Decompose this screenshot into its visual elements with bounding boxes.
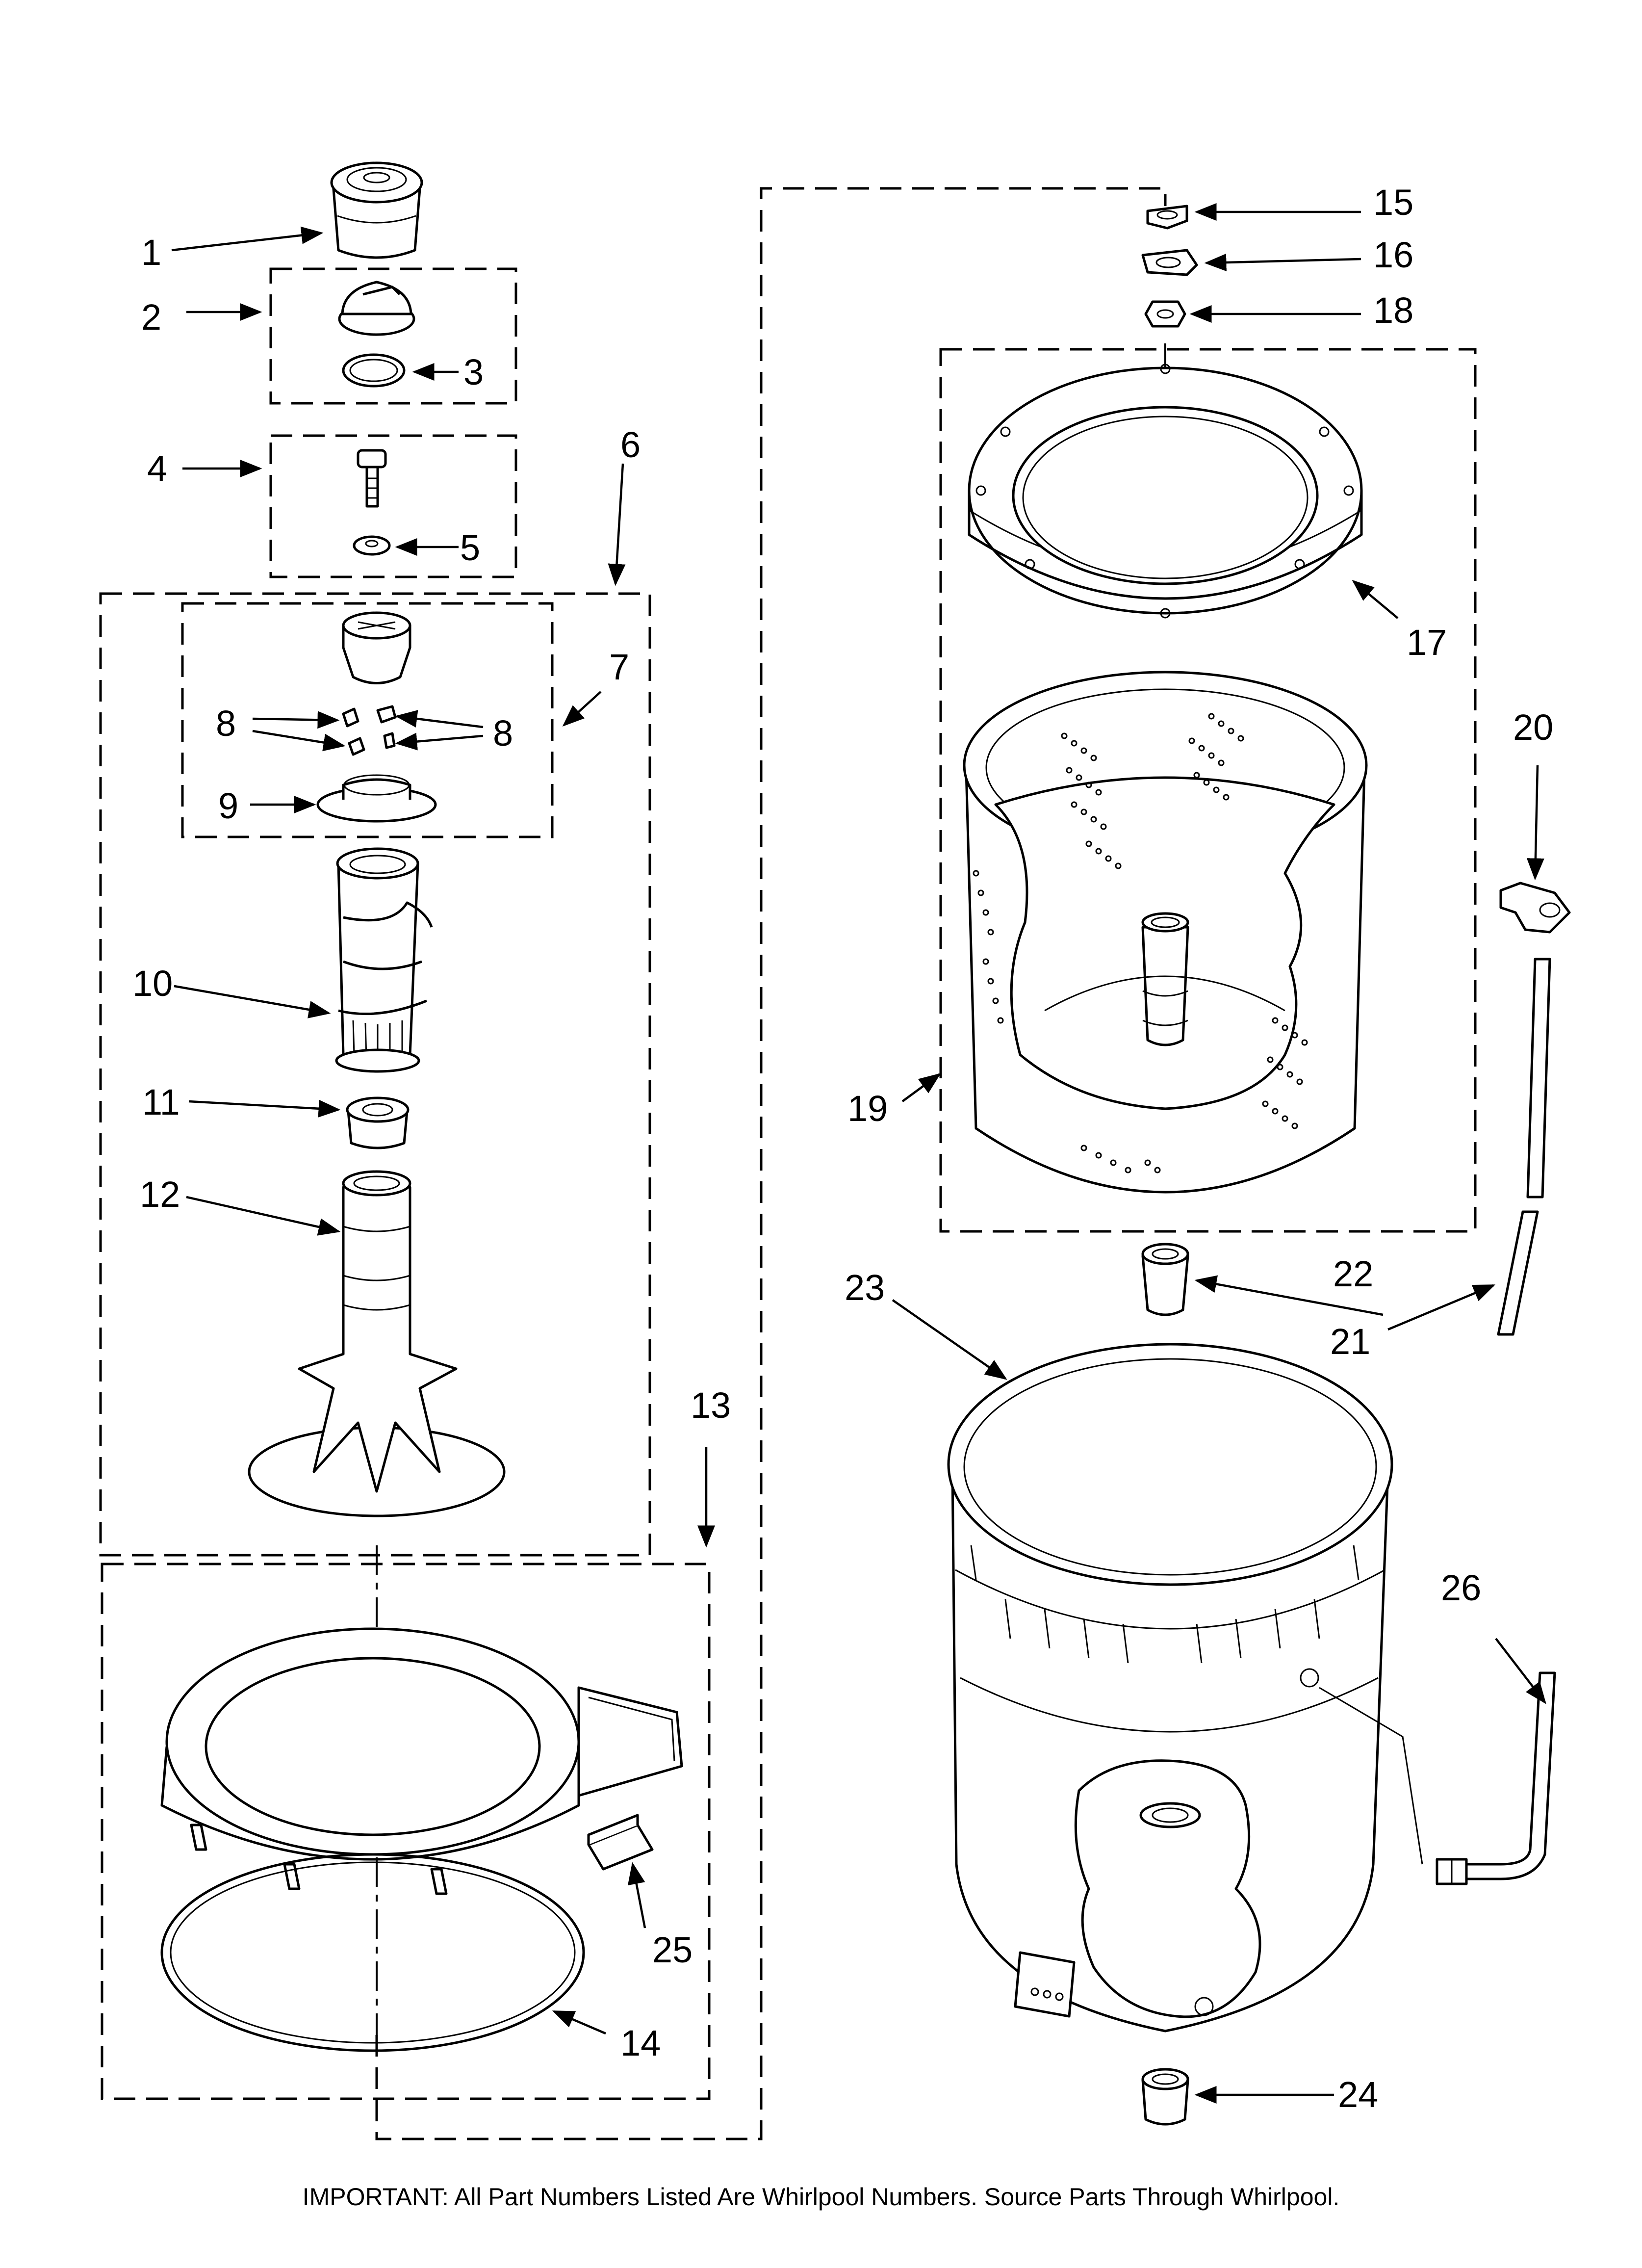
callout-7: 7: [609, 647, 629, 687]
callout-18: 18: [1373, 290, 1413, 331]
callout-20: 20: [1513, 707, 1553, 748]
part-5-washer: [353, 535, 391, 556]
part-8-dogs: [342, 705, 397, 756]
callout-6: 6: [620, 424, 641, 465]
part-4-bolt: [357, 449, 387, 508]
part-11-drive-bell: [346, 1096, 410, 1149]
callout-24: 24: [1338, 2074, 1378, 2115]
callout-4: 4: [147, 448, 167, 489]
assembly-connector-line: [375, 187, 1167, 2140]
part-13-tub-ring: [160, 1627, 683, 1895]
basket-perforations: [973, 713, 1308, 1173]
part-10-agitator-barrel: [335, 847, 433, 1073]
callout-12: 12: [140, 1174, 180, 1215]
part-3-o-ring: [342, 353, 406, 388]
callout-14: 14: [620, 2023, 661, 2063]
leader-lines: [171, 203, 1546, 2104]
group-box-17-19: [939, 348, 1477, 1233]
group-box-6: [99, 592, 651, 1557]
callout-8-left: 8: [216, 703, 236, 744]
part-16-bracket: [1141, 249, 1198, 276]
group-box-7: [181, 602, 554, 838]
part-9-retainer: [316, 774, 437, 823]
callout-25: 25: [652, 1929, 693, 1970]
callout-8-right: 8: [493, 713, 513, 754]
part-15-clip: [1146, 205, 1188, 230]
part-26-drain-hose: [1319, 1671, 1556, 1885]
part-20-clamp: [1499, 882, 1571, 934]
callout-3: 3: [463, 352, 484, 392]
callout-17: 17: [1407, 622, 1447, 663]
callout-26: 26: [1441, 1567, 1481, 1608]
callout-23: 23: [845, 1267, 885, 1308]
footer-important-note: IMPORTANT: All Part Numbers Listed Are W…: [303, 2183, 1340, 2211]
callout-15: 15: [1373, 182, 1413, 223]
part-25-sensor: [587, 1814, 654, 1871]
part-12-agitator-base: [248, 1170, 506, 1517]
callout-2: 2: [141, 297, 161, 338]
callout-21: 21: [1330, 1321, 1370, 1362]
callout-9: 9: [218, 785, 238, 826]
callout-22: 22: [1333, 1253, 1373, 1294]
part-22-bushing: [1141, 1243, 1189, 1316]
part-23-outer-tub: [947, 1343, 1393, 2033]
callout-16: 16: [1373, 235, 1413, 275]
part-1-dispenser-cap: [330, 161, 423, 259]
part-7-cam-assembly: [342, 611, 411, 684]
part-14-seal: [160, 1853, 585, 2052]
part-18-nut: [1144, 300, 1186, 328]
part-21-hose: [1497, 958, 1551, 1336]
part-2-cap: [338, 281, 415, 336]
callout-19: 19: [847, 1088, 888, 1129]
callout-11: 11: [142, 1082, 180, 1122]
part-19-basket: [963, 671, 1368, 1194]
callout-10: 10: [132, 963, 173, 1004]
part-17-balance-ring: [968, 364, 1363, 619]
group-box-13: [101, 1563, 711, 2100]
group-box-2: [269, 267, 517, 405]
callout-5: 5: [460, 527, 480, 568]
callout-13: 13: [691, 1385, 731, 1426]
callout-1: 1: [141, 232, 161, 273]
part-24-cap: [1141, 2068, 1189, 2126]
